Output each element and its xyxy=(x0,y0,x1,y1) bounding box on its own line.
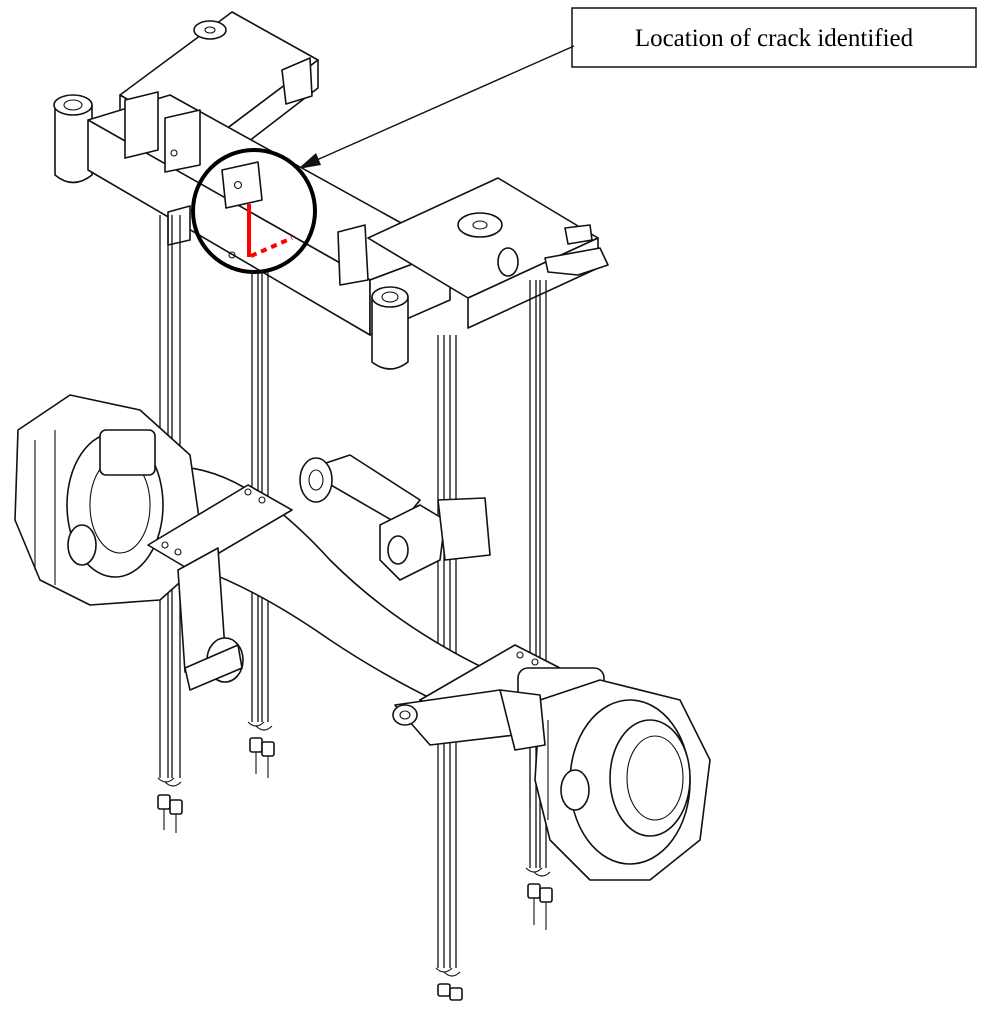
left-spring-seat xyxy=(147,484,293,571)
arrow-head xyxy=(298,153,321,169)
bolt-set-right xyxy=(525,867,553,930)
crack-marker xyxy=(191,148,317,274)
center-link xyxy=(299,454,491,581)
bolt-set-left xyxy=(157,777,183,833)
bogie-frame xyxy=(53,11,609,370)
callout-label: Location of crack identified xyxy=(635,25,914,52)
bolt-set-center xyxy=(247,721,275,778)
left-cylinder-post xyxy=(53,94,93,184)
axle-assembly xyxy=(14,394,711,881)
left-wheel-hub xyxy=(14,394,206,606)
crack-circle xyxy=(191,148,317,274)
right-pivot-pad xyxy=(457,212,503,238)
callout-arrow xyxy=(298,45,575,169)
callout-box: Location of crack identified xyxy=(571,7,977,68)
right-wheel-hub xyxy=(517,667,711,881)
crack-line-dashed xyxy=(250,236,293,258)
bolt-set-bottom xyxy=(435,967,463,1001)
left-pivot-pad xyxy=(193,20,227,40)
right-cylinder-post xyxy=(371,286,409,370)
callout-border xyxy=(571,7,977,68)
